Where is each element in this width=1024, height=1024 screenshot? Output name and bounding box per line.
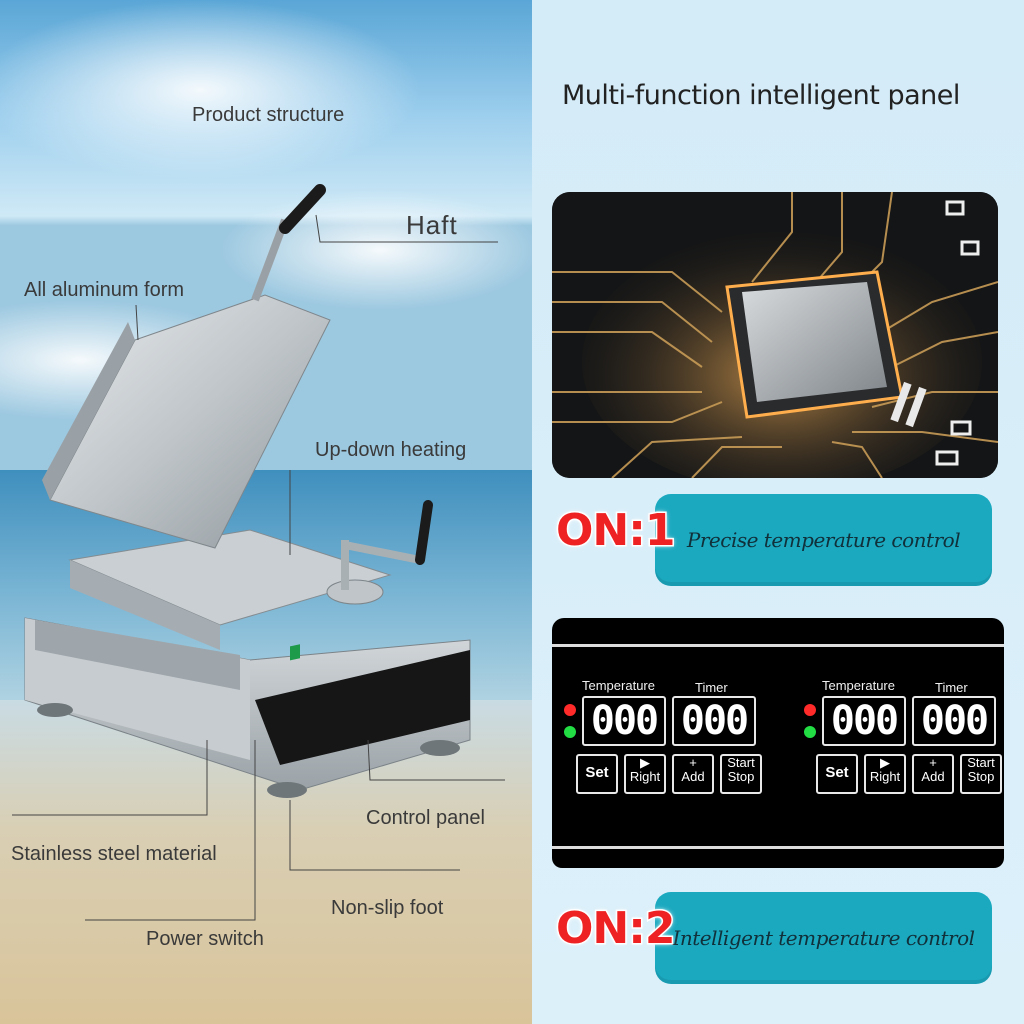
product-image-panel: Product structure Haft All aluminum form… xyxy=(0,0,532,1024)
timer-readout: 000 xyxy=(912,696,996,746)
chip-icon xyxy=(552,192,998,478)
aluminum-form-label: All aluminum form xyxy=(24,279,185,301)
set-button[interactable]: Set xyxy=(816,754,858,794)
status-led-green xyxy=(564,726,576,738)
precise-control-text: Precise temperature control xyxy=(686,528,961,552)
intelligent-control-text: Intelligent temperature control xyxy=(672,926,975,950)
on1-badge: ON:1 xyxy=(554,504,676,558)
play-icon: ▶ xyxy=(640,755,650,770)
control-panel-label: Control panel xyxy=(366,807,485,829)
panel-top-stripe xyxy=(552,644,1004,647)
intelligent-control-pill: Intelligent temperature control xyxy=(655,892,992,984)
timer-readout: 000 xyxy=(672,696,756,746)
panel-bottom-stripe xyxy=(552,846,1004,849)
plus-icon: + xyxy=(929,755,937,770)
start-stop-button[interactable]: Start Stop xyxy=(960,754,1002,794)
panel-headline: Multi-function intelligent panel xyxy=(562,80,960,111)
plus-icon: + xyxy=(689,755,697,770)
power-switch-label: Power switch xyxy=(146,928,264,950)
temperature-label: Temperature xyxy=(822,678,895,693)
right-button[interactable]: ▶ Right xyxy=(864,754,906,794)
on2-badge: ON:2 xyxy=(554,902,676,956)
haft-label: Haft xyxy=(406,210,458,240)
temperature-readout: 000 xyxy=(822,696,906,746)
product-structure-title: Product structure xyxy=(192,104,345,126)
display-unit-right: Temperature Timer 000 000 Set ▶ Right + … xyxy=(802,678,1014,818)
set-button[interactable]: Set xyxy=(576,754,618,794)
temperature-readout: 000 xyxy=(582,696,666,746)
right-button[interactable]: ▶ Right xyxy=(624,754,666,794)
non-slip-foot-label: Non-slip foot xyxy=(331,897,444,919)
temperature-label: Temperature xyxy=(582,678,655,693)
status-led-green xyxy=(804,726,816,738)
circuit-chip-image xyxy=(552,192,998,478)
heating-label: Up-down heating xyxy=(315,439,467,461)
timer-label: Timer xyxy=(695,680,728,695)
status-led-red xyxy=(564,704,576,716)
control-panel-display: Temperature Timer 000 000 Set ▶ Right + … xyxy=(552,618,1004,868)
griddle-machine-illustration xyxy=(0,0,532,1024)
display-unit-left: Temperature Timer 000 000 Set ▶ Right + … xyxy=(562,678,774,818)
play-icon: ▶ xyxy=(880,755,890,770)
add-button[interactable]: + Add xyxy=(672,754,714,794)
add-button[interactable]: + Add xyxy=(912,754,954,794)
timer-label: Timer xyxy=(935,680,968,695)
precise-control-pill: Precise temperature control xyxy=(655,494,992,586)
start-stop-button[interactable]: Start Stop xyxy=(720,754,762,794)
status-led-red xyxy=(804,704,816,716)
stainless-steel-label: Stainless steel material xyxy=(11,843,217,865)
